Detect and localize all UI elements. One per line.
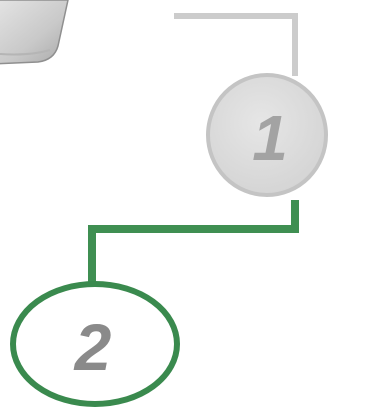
step-2-number: 2 (73, 310, 112, 384)
step-1[interactable]: 1 (206, 73, 328, 197)
connector-step-1-to-2 (88, 200, 299, 288)
step-2[interactable]: 2 (10, 281, 180, 407)
step-1-oval (206, 73, 328, 197)
device-edge (0, 49, 51, 56)
device-graphic (0, 0, 69, 65)
device-body (0, 0, 69, 65)
step-1-number: 1 (252, 102, 288, 174)
step-2-oval (10, 281, 180, 407)
connector-to-step-1 (174, 13, 298, 76)
